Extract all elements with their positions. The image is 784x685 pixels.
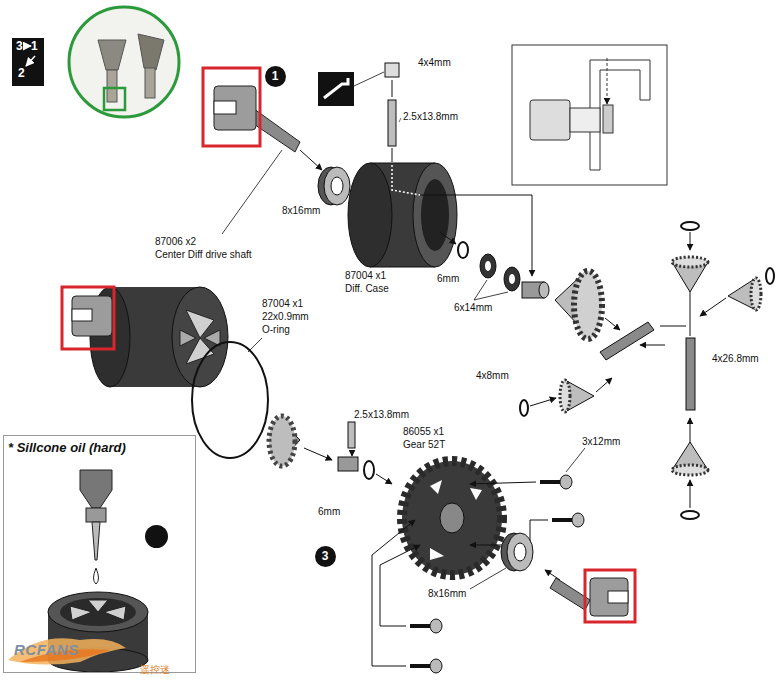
diff-case (348, 163, 532, 276)
spur-gear-large (402, 461, 502, 575)
callout-number: 3 (315, 546, 336, 567)
inset-panel: 2 * Sillcone oil (hard) (3, 435, 196, 673)
part-spec: 8x16mm (282, 205, 320, 217)
spur-gear-small (269, 416, 392, 484)
part-name: Center Diff drive shaft (155, 249, 252, 261)
part-spec: 87004 x1 (345, 270, 386, 282)
part-spec: 22x0.9mm (262, 311, 309, 323)
part-spec: 8x16mm (428, 588, 466, 600)
part-spec: 4x26.8mm (712, 353, 759, 365)
part-spec: 6x14mm (454, 302, 492, 314)
bevel-gear (555, 271, 620, 339)
step-number: 1 (272, 70, 279, 83)
step-number: 2 (152, 529, 159, 544)
diff-case-open (62, 287, 228, 387)
part-spec: 2.5x13.8mm (403, 111, 458, 123)
watermark: 遥控迷 (140, 664, 170, 676)
callout-number: 2 (145, 525, 168, 548)
part-spec: 2.5x13.8mm (354, 409, 409, 421)
step-order-icon: 31 2 (12, 38, 44, 86)
detail-view (512, 45, 667, 185)
part-spec: Gear 52T (403, 439, 445, 451)
note-text: * Sillcone oil (hard) (8, 440, 126, 455)
tool-icon (318, 72, 384, 106)
o-ring (192, 338, 268, 458)
spider-gears (520, 222, 774, 519)
drive-shaft-bottom (470, 533, 635, 622)
part-spec: 3x12mm (582, 436, 620, 448)
watermark-logo (8, 638, 126, 664)
step-icon (12, 38, 44, 86)
part-spec: 86055 x1 (403, 426, 444, 438)
step-number: 2 (18, 67, 25, 80)
step-number: 3 (322, 550, 329, 563)
washers (458, 242, 549, 300)
part-spec: 4x8mm (476, 370, 509, 382)
part-spec: 4x4mm (418, 57, 451, 69)
set-screw-pin (385, 63, 401, 162)
part-name: Diff. Case (345, 283, 389, 295)
screws (372, 448, 585, 673)
watermark: RCFANS (14, 641, 79, 658)
part-spec: 87004 x1 (262, 298, 303, 310)
step-number: 3 (16, 40, 23, 53)
part-spec: 6mm (437, 273, 459, 285)
part-spec: 87006 x2 (155, 236, 196, 248)
part-spec: 6mm (318, 506, 340, 518)
drive-shaft-top (203, 68, 322, 234)
photo-circle (69, 7, 179, 117)
callout-number: 1 (265, 66, 286, 87)
step-number: 1 (31, 40, 38, 53)
part-name: O-ring (262, 324, 290, 336)
